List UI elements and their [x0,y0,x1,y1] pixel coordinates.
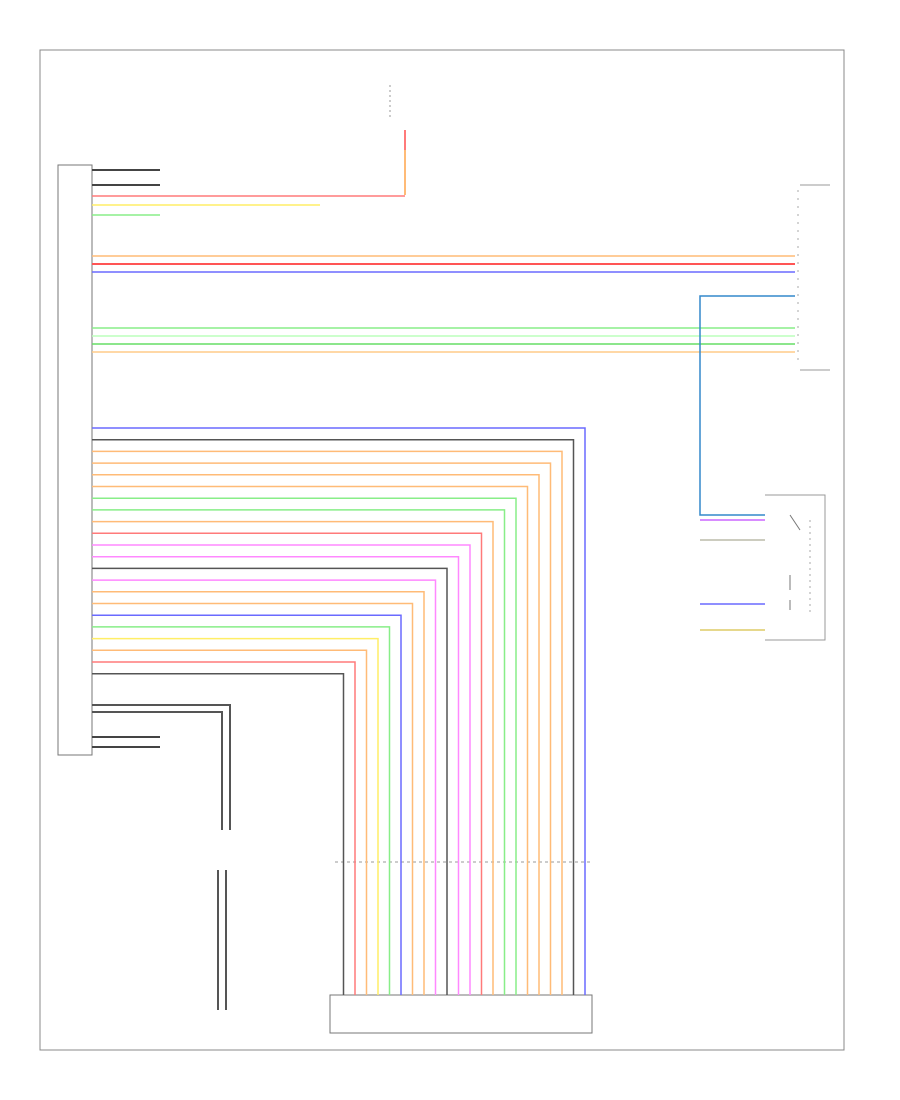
bus-wire [92,602,414,995]
left-connector-block [57,164,93,756]
diagram-frame [39,49,845,1051]
bus-wire [92,544,471,995]
bus-wire [92,649,368,995]
bus-wire [92,672,345,995]
bus-wire [92,626,391,995]
bus-wire [92,485,529,995]
switch-contact-1 [789,514,801,531]
bus-wire [92,462,552,995]
bus-wire-group [92,427,586,995]
bus-wire [92,579,437,995]
bus-wire [92,438,575,995]
bus-wire [92,497,517,995]
switch-box [765,494,826,641]
bus-wire [92,591,425,995]
bus-wire [92,532,483,995]
bus-wire [92,474,540,995]
bus-wire [92,427,586,995]
bus-wire [92,520,494,995]
bus-wire [92,509,506,995]
bus-wire [92,637,379,995]
bus-wire [92,450,563,995]
bus-wire [92,567,448,995]
wire-lower-stub-1 [92,704,231,830]
wire-teal-switch [699,295,795,516]
wire-lower-stub-2 [92,711,223,830]
bottom-module-box [329,994,593,1034]
bus-wire [92,614,402,995]
bus-wire [92,555,460,995]
bus-wire [92,661,356,995]
